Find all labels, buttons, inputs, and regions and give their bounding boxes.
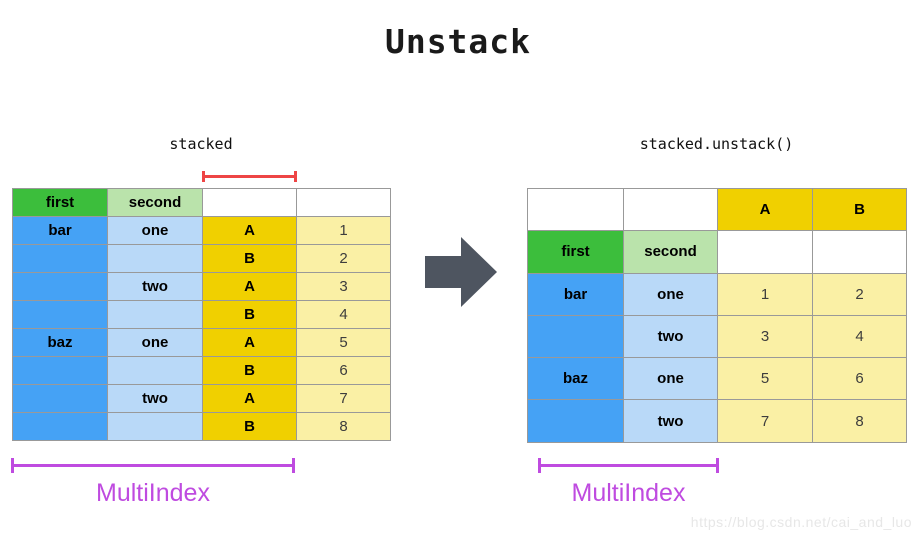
table-cell: 3 (296, 272, 391, 301)
table-cell: 7 (717, 399, 813, 443)
table-row: baz one A 5 (12, 328, 391, 357)
table-cell (107, 244, 203, 273)
table-cell: one (107, 328, 203, 357)
stacked-table: first second bar one A 1 B 2 two A 3 B (12, 188, 391, 441)
table-cell: A (202, 216, 297, 245)
table-cell: two (107, 384, 203, 413)
table-cell: bar (527, 272, 624, 316)
table-row: B 6 (12, 356, 391, 385)
header-cell-blank (623, 187, 718, 232)
table-cell: B (202, 244, 297, 273)
table-cell (107, 300, 203, 329)
table-cell (527, 314, 624, 359)
table-cell: two (107, 272, 203, 301)
header-cell-blank (202, 188, 297, 217)
multiindex-bracket-right (538, 458, 719, 473)
unstacked-table: A B first second bar one 1 2 two 3 4 baz… (527, 187, 907, 443)
table-cell (107, 356, 203, 385)
table-cell: baz (527, 357, 624, 401)
table-cell: 5 (296, 328, 391, 357)
table-cell: A (202, 272, 297, 301)
header-cell-blank (812, 230, 907, 274)
page-title: Unstack (384, 22, 532, 61)
header-cell-blank (527, 187, 624, 232)
table-cell: B (202, 300, 297, 329)
multiindex-label-right: MultiIndex (571, 479, 686, 507)
table-row: bar one A 1 (12, 216, 391, 245)
table-row: first second (12, 188, 391, 217)
table-row: two 3 4 (527, 314, 907, 359)
table-cell: 2 (296, 244, 391, 273)
header-cell-second: second (623, 230, 718, 274)
table-cell: two (623, 399, 718, 443)
table-cell (12, 272, 108, 301)
table-cell: one (107, 216, 203, 245)
table-row: A B (527, 187, 907, 232)
multiindex-bracket-left (11, 458, 295, 473)
table-cell: 3 (717, 314, 813, 359)
table-cell: 8 (812, 399, 907, 443)
table-cell: one (623, 272, 718, 316)
table-cell: A (202, 384, 297, 413)
table-cell: one (623, 357, 718, 401)
table-row: baz one 5 6 (527, 357, 907, 401)
table-cell: 2 (812, 272, 907, 316)
stacked-label: stacked (169, 135, 233, 153)
table-cell (527, 399, 624, 443)
table-cell: 1 (717, 272, 813, 316)
table-cell: 5 (717, 357, 813, 401)
table-cell (12, 412, 108, 441)
table-cell: B (202, 356, 297, 385)
right-arrow-icon (425, 237, 497, 307)
table-row: two A 7 (12, 384, 391, 413)
header-cell-blank (717, 230, 813, 274)
header-cell-blank (296, 188, 391, 217)
watermark-url: https://blog.csdn.net/cai_and_luo (690, 514, 912, 530)
table-row: first second (527, 230, 907, 274)
header-cell-A: A (717, 187, 813, 232)
table-cell (12, 384, 108, 413)
table-cell: two (623, 314, 718, 359)
header-cell-second: second (107, 188, 203, 217)
table-row: B 2 (12, 244, 391, 273)
table-cell: 6 (812, 357, 907, 401)
table-cell: 6 (296, 356, 391, 385)
unstack-label: stacked.unstack() (639, 135, 794, 153)
table-cell: A (202, 328, 297, 357)
table-cell: 4 (296, 300, 391, 329)
table-row: two 7 8 (527, 399, 907, 443)
table-cell: B (202, 412, 297, 441)
table-cell: 4 (812, 314, 907, 359)
table-cell: 1 (296, 216, 391, 245)
table-cell: 7 (296, 384, 391, 413)
table-cell: baz (12, 328, 108, 357)
red-column-bracket (202, 171, 297, 182)
header-cell-first: first (527, 230, 624, 274)
multiindex-label-left: MultiIndex (96, 479, 210, 507)
table-row: B 4 (12, 300, 391, 329)
table-cell (12, 356, 108, 385)
header-cell-first: first (12, 188, 108, 217)
table-row: B 8 (12, 412, 391, 441)
table-cell (12, 244, 108, 273)
table-cell: bar (12, 216, 108, 245)
header-cell-B: B (812, 187, 907, 232)
table-cell (12, 300, 108, 329)
table-row: bar one 1 2 (527, 272, 907, 316)
table-row: two A 3 (12, 272, 391, 301)
table-cell: 8 (296, 412, 391, 441)
table-cell (107, 412, 203, 441)
